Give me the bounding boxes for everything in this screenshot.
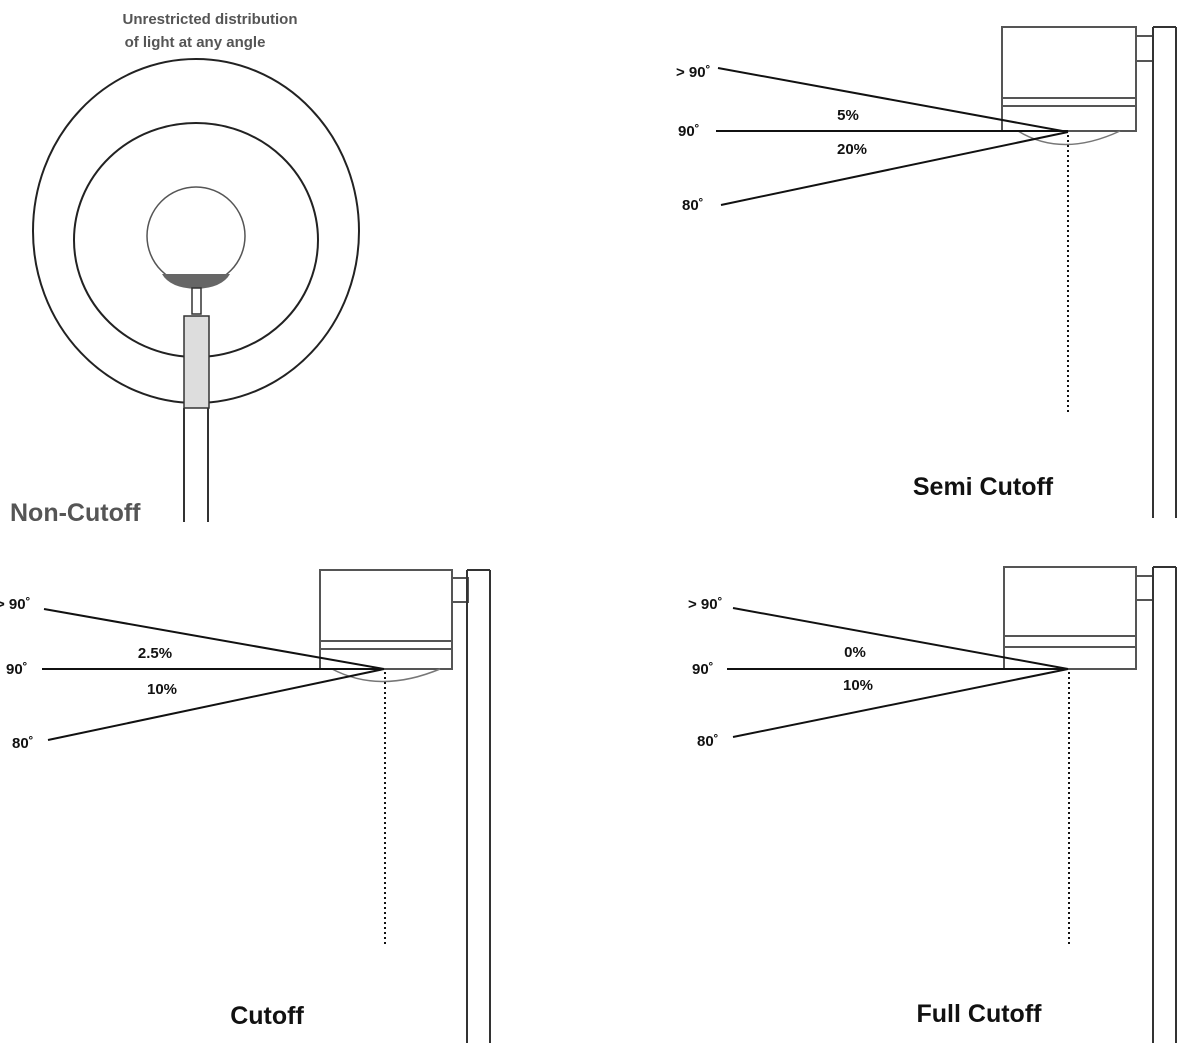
ray-80 [732,668,1069,738]
ray-above-90 [717,67,1069,133]
non-cutoff-title: Non-Cutoff [10,499,141,527]
pole-sleeve [183,315,210,409]
angle-label-above-90: > 90˚ [688,596,723,613]
semi-cutoff-title: Semi Cutoff [913,473,1054,501]
fixture-housing [1001,26,1137,99]
angle-label-80: 80˚ [682,197,704,214]
fixture-band [319,640,453,650]
fixture-housing [1003,566,1137,637]
fixture-lens-frame [1001,105,1137,132]
fixture-band [1003,635,1137,648]
fixture-lens-frame [1003,646,1137,670]
panel-cutoff: > 90˚ 90˚ 80˚ 2.5% 10% Cutoff [0,569,491,1043]
ray-above-90 [732,607,1069,670]
pct-above-label: 2.5% [138,645,172,662]
pct-above-label: 0% [844,644,866,661]
mounting-bracket [1135,35,1154,62]
panel-full-cutoff: > 90˚ 90˚ 80˚ 0% 10% Full Cutoff [688,566,1177,1043]
pct-below-label: 10% [843,677,873,694]
angle-label-90: 90˚ [678,123,700,140]
fixture-lens-frame [319,648,453,670]
angle-label-80: 80˚ [697,733,719,750]
globe-lamp [146,186,246,286]
non-cutoff-caption-line1: Unrestricted distribution [122,11,297,28]
lamp-neck [191,287,202,315]
cutoff-title: Cutoff [230,1002,304,1030]
pct-below-label: 10% [147,681,177,698]
angle-label-80: 80˚ [12,735,34,752]
non-cutoff-caption-line2: of light at any angle [125,34,266,51]
mounting-bracket [1135,575,1154,601]
lamp-base-shade [162,274,230,289]
angle-label-above-90: > 90˚ [676,64,711,81]
panel-non-cutoff: Unrestricted distribution of light at an… [10,11,360,527]
angle-label-above-90: > 90˚ [0,596,31,613]
angle-label-90: 90˚ [6,661,28,678]
angle-label-90: 90˚ [692,661,714,678]
fixture-lens-curve [1017,130,1121,146]
fixture-housing [319,569,453,642]
ray-80 [47,668,385,741]
pct-below-label: 20% [837,141,867,158]
fixture-band [1001,97,1137,107]
ray-80 [720,131,1069,206]
fixture-lens-curve [331,668,441,683]
panel-semi-cutoff: > 90˚ 90˚ 80˚ 5% 20% Semi Cutoff [676,26,1177,518]
full-cutoff-title: Full Cutoff [917,1000,1043,1028]
pct-above-label: 5% [837,107,859,124]
mounting-bracket [451,577,469,603]
ray-above-90 [43,608,385,670]
